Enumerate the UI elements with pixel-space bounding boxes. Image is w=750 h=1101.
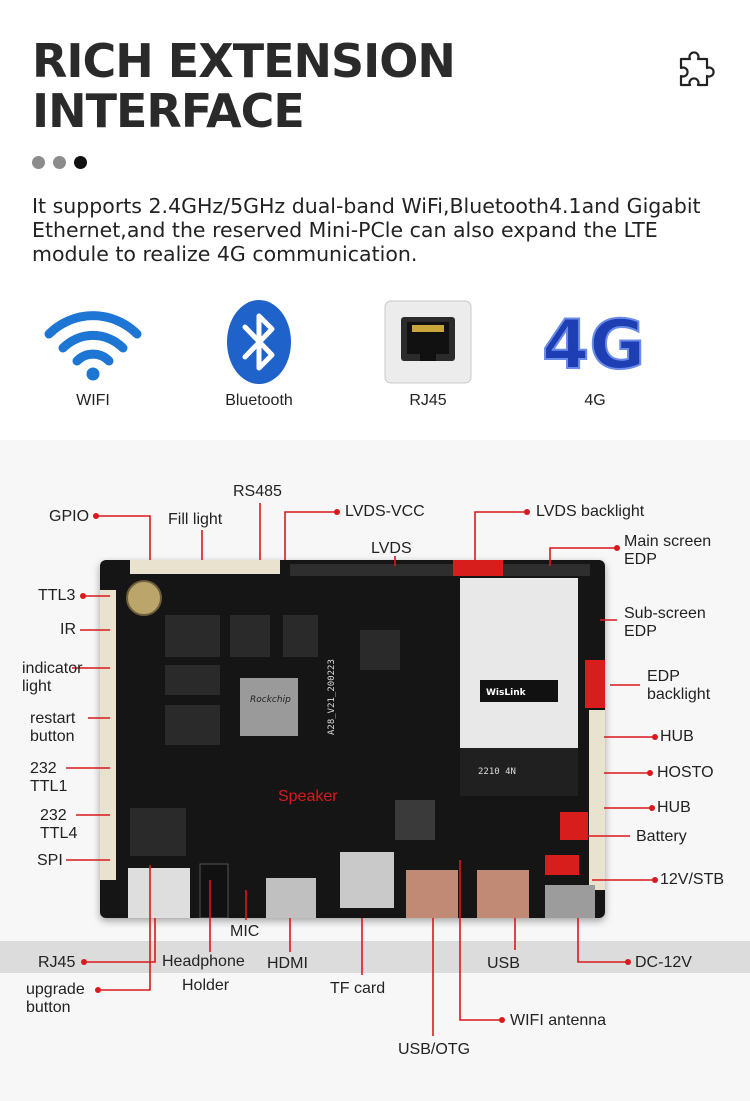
callout-usb: USB bbox=[487, 955, 520, 972]
feature-rj45: RJ45 bbox=[363, 298, 493, 410]
callout-edp-backlight: EDP backlight bbox=[647, 668, 711, 703]
pagination-dot bbox=[32, 156, 45, 169]
board-drawing: Rockchip A28_V21_200223 WisLink 2210 4N bbox=[100, 552, 605, 919]
callout-holder: Holder bbox=[182, 977, 230, 994]
4g-icon: 4G bbox=[541, 305, 646, 382]
callout-spi: SPI bbox=[37, 852, 63, 869]
callout-restart-button: restart button bbox=[30, 710, 76, 745]
feature-label: WIFI bbox=[76, 392, 110, 409]
pagination-dot-active bbox=[74, 156, 87, 169]
callout-wifi-antenna: WIFI antenna bbox=[510, 1012, 607, 1029]
feature-wifi: WIFI bbox=[28, 298, 158, 410]
bluetooth-icon bbox=[227, 300, 291, 384]
callout-lvds-vcc: LVDS-VCC bbox=[345, 503, 425, 520]
callout-fill-light: Fill light bbox=[168, 511, 223, 528]
feature-4g: 4G 4G bbox=[530, 298, 660, 410]
callout-speaker: Speaker bbox=[278, 788, 338, 805]
pagination-dot bbox=[53, 156, 66, 169]
module-brand: WisLink bbox=[486, 688, 527, 698]
callout-usb-otg: USB/OTG bbox=[398, 1041, 471, 1058]
callout-12v-stb: 12V/STB bbox=[660, 871, 725, 888]
mainboard: Rockchip A28_V21_200223 WisLink 2210 4N bbox=[100, 552, 605, 919]
callout-232-ttl1: 232 TTL1 bbox=[30, 760, 68, 795]
callout-hub-1: HUB bbox=[660, 728, 694, 745]
puzzle-icon bbox=[679, 51, 715, 87]
feature-label: 4G bbox=[584, 392, 606, 409]
chip-brand: Rockchip bbox=[250, 695, 291, 705]
rj45-icon bbox=[384, 300, 472, 384]
feature-bluetooth: Bluetooth bbox=[194, 298, 324, 410]
feature-label: Bluetooth bbox=[225, 392, 293, 409]
pagination-dots bbox=[32, 156, 87, 169]
callout-upgrade-button: upgrade button bbox=[26, 981, 85, 1016]
callout-hosto: HOSTO bbox=[657, 764, 714, 781]
title-line-2: INTERFACE bbox=[32, 84, 305, 138]
diagram-band bbox=[0, 941, 750, 973]
title-line-1: RICH EXTENSION bbox=[32, 34, 456, 88]
callout-ttl3: TTL3 bbox=[38, 587, 76, 604]
callout-gpio: GPIO bbox=[49, 508, 90, 525]
callout-dc-12v: DC-12V bbox=[635, 954, 692, 971]
page-title: RICH EXTENSION INTERFACE bbox=[32, 34, 456, 138]
callout-mic: MIC bbox=[230, 923, 260, 940]
description: It supports 2.4GHz/5GHz dual-band WiFi,B… bbox=[32, 194, 701, 266]
callout-indicator-light: indicator light bbox=[22, 660, 83, 695]
callout-battery: Battery bbox=[636, 828, 687, 845]
module-code: 2210 4N bbox=[478, 767, 516, 777]
callout-rs485: RS485 bbox=[233, 483, 282, 500]
feature-label: RJ45 bbox=[409, 392, 447, 409]
callout-rj45: RJ45 bbox=[38, 954, 76, 971]
callout-hub-2: HUB bbox=[657, 799, 691, 816]
wifi-icon bbox=[44, 311, 142, 381]
callout-ir: IR bbox=[60, 621, 76, 638]
callout-lvds: LVDS bbox=[371, 540, 412, 557]
callout-lvds-backlight: LVDS backlight bbox=[536, 503, 645, 520]
callout-232-ttl4: 232 TTL4 bbox=[40, 807, 78, 842]
callout-sub-screen-edp: Sub-screen EDP bbox=[624, 605, 706, 640]
callout-hdmi: HDMI bbox=[267, 955, 308, 972]
callout-tf-card: TF card bbox=[330, 980, 386, 997]
callout-main-screen-edp: Main screen EDP bbox=[624, 533, 712, 568]
board-code: A28_V21_200223 bbox=[327, 659, 337, 735]
svg-text:4G: 4G bbox=[542, 306, 645, 382]
callout-headphone: Headphone bbox=[162, 953, 245, 970]
